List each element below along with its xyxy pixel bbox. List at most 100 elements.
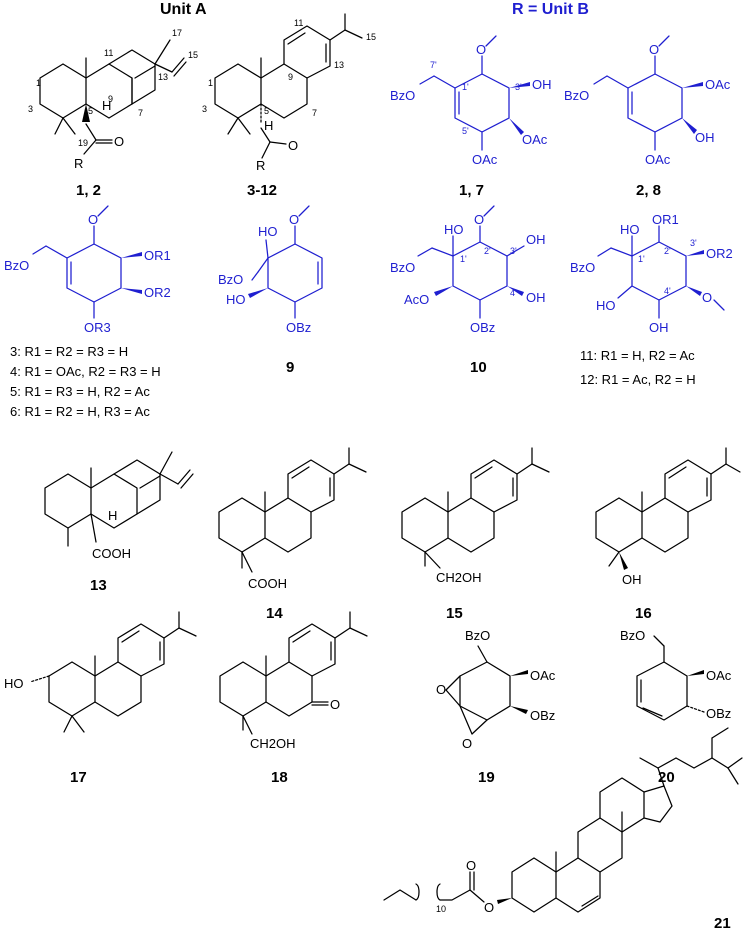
- atom-o: O: [474, 212, 484, 227]
- unit-a-header: Unit A: [160, 1, 207, 18]
- structure-unit-b-9: BzO HO O HO OBz: [218, 205, 323, 335]
- locant: 1: [208, 78, 213, 88]
- locant: 11: [294, 18, 303, 28]
- locant: 1': [638, 254, 645, 264]
- atom-or1: OR1: [144, 248, 171, 263]
- substituent-note: 4: R1 = OAc, R2 = R3 = H: [10, 364, 161, 379]
- structure-15: CH2OH: [401, 447, 550, 585]
- structure-13: COOH H: [44, 451, 194, 561]
- locant: 4': [664, 286, 671, 296]
- locant: 7: [312, 108, 317, 118]
- atom-o: O: [288, 138, 298, 153]
- compound-label: 2, 8: [636, 182, 661, 199]
- structure-unit-b-11-12: BzO HO OR1 OR2 O OH HO 1' 2' 3' 4': [570, 212, 733, 335]
- atom-oac: OAc: [530, 668, 556, 683]
- atom-ch2oh: CH2OH: [436, 570, 482, 585]
- locant: 11: [104, 48, 113, 58]
- atom-oh: OH: [526, 290, 546, 305]
- atom-r: R: [256, 158, 265, 173]
- compound-label: 3-12: [247, 182, 277, 199]
- atom-bzo: BzO: [218, 272, 243, 287]
- substituent-note: 12: R1 = Ac, R2 = H: [580, 372, 696, 387]
- atom-o: O: [466, 858, 476, 873]
- structure-20: BzO OAc OBz: [620, 628, 732, 721]
- atom-o: O: [330, 697, 340, 712]
- substituent-note: 5: R1 = R3 = H, R2 = Ac: [10, 384, 150, 399]
- atom-bzo: BzO: [465, 628, 490, 643]
- atom-r: R: [74, 156, 83, 171]
- atom-bzo: BzO: [620, 628, 645, 643]
- substituent-note: 3: R1 = R2 = R3 = H: [10, 344, 128, 359]
- atom-oac: OAc: [645, 152, 671, 167]
- repeat-count: 10: [436, 904, 446, 914]
- compound-label: 9: [286, 359, 294, 376]
- locant: 5: [264, 106, 269, 116]
- atom-o: O: [702, 290, 712, 305]
- structure-unit-a-1-2: O R H 1 3 5 7 9 11 13 15 17 19: [28, 28, 198, 171]
- structure-17: HO: [4, 611, 197, 733]
- locant: 3': [510, 246, 517, 256]
- locant: 13: [334, 60, 344, 70]
- locant: 3: [28, 104, 33, 114]
- structure-unit-a-3-12: O R H 1 3 5 7 9 11 13 15: [202, 13, 376, 173]
- locant: 15: [188, 50, 198, 60]
- compound-label: 18: [271, 769, 288, 786]
- substituent-note: 6: R1 = R2 = H, R3 = Ac: [10, 404, 150, 419]
- structure-unit-b-2-8: BzO O OAc OH OAc: [564, 35, 731, 167]
- atom-ho: HO: [596, 298, 616, 313]
- atom-bzo: BzO: [390, 88, 415, 103]
- compound-label: 16: [635, 605, 652, 622]
- structure-14: COOH: [218, 447, 367, 591]
- atom-bzo: BzO: [390, 260, 415, 275]
- locant: 7': [430, 60, 437, 70]
- locant: 5': [462, 126, 469, 136]
- substituent-note: 11: R1 = H, R2 = Ac: [580, 348, 695, 363]
- atom-or2: OR2: [144, 285, 171, 300]
- locant: 2': [664, 246, 671, 256]
- compound-label: 13: [90, 577, 107, 594]
- locant: 3: [202, 104, 207, 114]
- locant: 9: [108, 94, 113, 104]
- compound-label: 20: [658, 769, 675, 786]
- compound-label: 1, 2: [76, 182, 101, 199]
- atom-oh: OH: [622, 572, 642, 587]
- structure-16: OH: [595, 447, 741, 587]
- atom-o: O: [289, 212, 299, 227]
- locant: 4': [510, 288, 517, 298]
- atom-oh: OH: [695, 130, 715, 145]
- compound-label: 1, 7: [459, 182, 484, 199]
- locant: 2': [484, 246, 491, 256]
- locant: 13: [158, 72, 168, 82]
- locant: 1': [460, 254, 467, 264]
- compound-label: 21: [714, 915, 731, 932]
- atom-h: H: [264, 118, 273, 133]
- atom-ho: HO: [4, 676, 24, 691]
- atom-o: O: [436, 682, 446, 697]
- atom-o: O: [649, 42, 659, 57]
- locant: 17: [172, 28, 182, 38]
- atom-o: O: [462, 736, 472, 751]
- atom-o: O: [476, 42, 486, 57]
- locant: 3': [515, 82, 522, 92]
- unit-b-header: R = Unit B: [512, 1, 589, 18]
- atom-oh: OH: [649, 320, 669, 335]
- atom-oac: OAc: [705, 77, 731, 92]
- atom-oh: OH: [526, 232, 546, 247]
- structure-18: O CH2OH: [219, 611, 368, 751]
- atom-obz: OBz: [706, 706, 731, 721]
- atom-cooh: COOH: [92, 546, 131, 561]
- locant: 7: [138, 108, 143, 118]
- structure-unit-b-1-7: BzO O OH OAc OAc 7' 1' 3' 5': [390, 35, 552, 167]
- atom-or1: OR1: [652, 212, 679, 227]
- locant: 1: [36, 78, 41, 88]
- locant: 15: [366, 32, 376, 42]
- atom-oac: OAc: [472, 152, 498, 167]
- atom-h: H: [102, 98, 111, 113]
- atom-ch2oh: CH2OH: [250, 736, 296, 751]
- atom-bzo: BzO: [564, 88, 589, 103]
- atom-o: O: [114, 134, 124, 149]
- atom-obz: OBz: [470, 320, 495, 335]
- atom-cooh: COOH: [248, 576, 287, 591]
- locant: 5: [88, 106, 93, 116]
